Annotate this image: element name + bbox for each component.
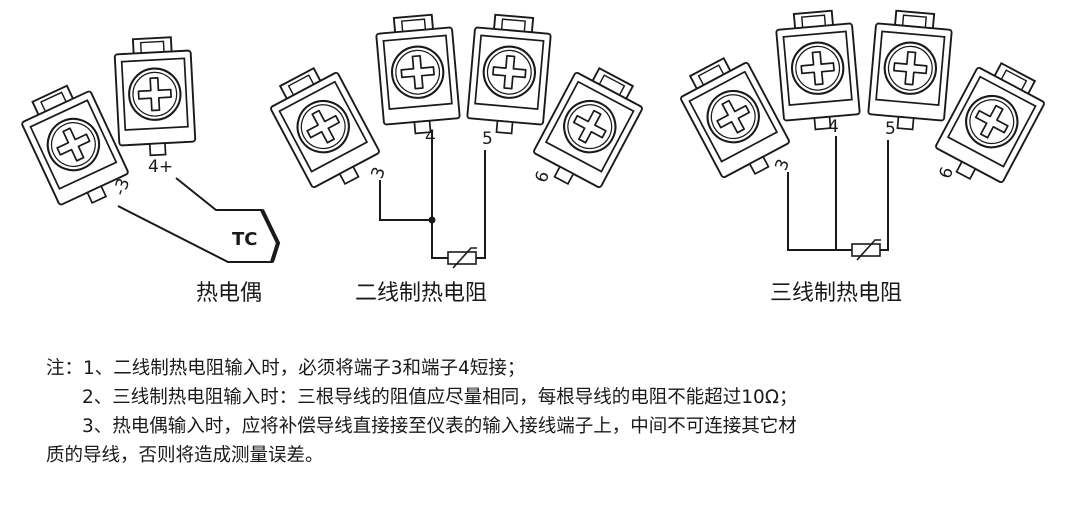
rtd3-pin-5: 5 <box>885 119 896 139</box>
rtd3-resistor <box>851 239 882 261</box>
rtd2-pin-5: 5 <box>482 129 493 149</box>
rtd3-caption: 三线制热电阻 <box>770 281 902 306</box>
rtd3-pin-3: 3 <box>771 156 793 173</box>
note-line-2: 2、三线制热电阻输入时：三根导线的阻值应尽量相同，每根导线的电阻不能超过10Ω； <box>82 387 798 408</box>
rtd3-pin-6: 6 <box>935 164 957 181</box>
rtd2-pin-4: 4 <box>425 127 436 147</box>
notes-block: 注：1、二线制热电阻输入时，必须将端子3和端子4短接； 2、三线制热电阻输入时：… <box>46 354 1066 470</box>
rtd2-pin-6: 6 <box>531 168 553 185</box>
rtd3-pin-4: 4 <box>828 117 839 137</box>
rtd2-junction <box>428 216 436 224</box>
thermocouple-terminals <box>14 35 197 217</box>
rtd2-caption: 二线制热电阻 <box>355 281 487 306</box>
thermocouple-caption: 热电偶 <box>196 281 262 306</box>
note-line-3: 3、热电偶输入时，应将补偿导线直接接至仪表的输入接线端子上，中间不可连接其它材 <box>82 416 797 437</box>
rtd3-terminals <box>672 8 1053 195</box>
note-line-4: 质的导线，否则将造成测量误差。 <box>46 445 324 466</box>
rtd2-resistor <box>447 247 478 269</box>
rtd2-pin-3: 3 <box>367 164 389 181</box>
thermocouple-probe: TC <box>232 209 281 263</box>
rtd3-wires <box>787 136 889 251</box>
thermocouple-pos-label: 4+ <box>148 157 173 177</box>
rtd2-terminals <box>262 12 651 200</box>
rtd2-wires <box>379 130 486 259</box>
note-line-1: 注：1、二线制热电阻输入时，必须将端子3和端子4短接； <box>46 358 526 379</box>
tc-label: TC <box>232 229 258 250</box>
wiring-diagram: TC -3 4+ 热电偶 3 4 5 6 二线制热电阻 3 4 5 6 三线制热… <box>14 8 1053 306</box>
thermocouple-neg-label: -3 <box>110 176 135 199</box>
